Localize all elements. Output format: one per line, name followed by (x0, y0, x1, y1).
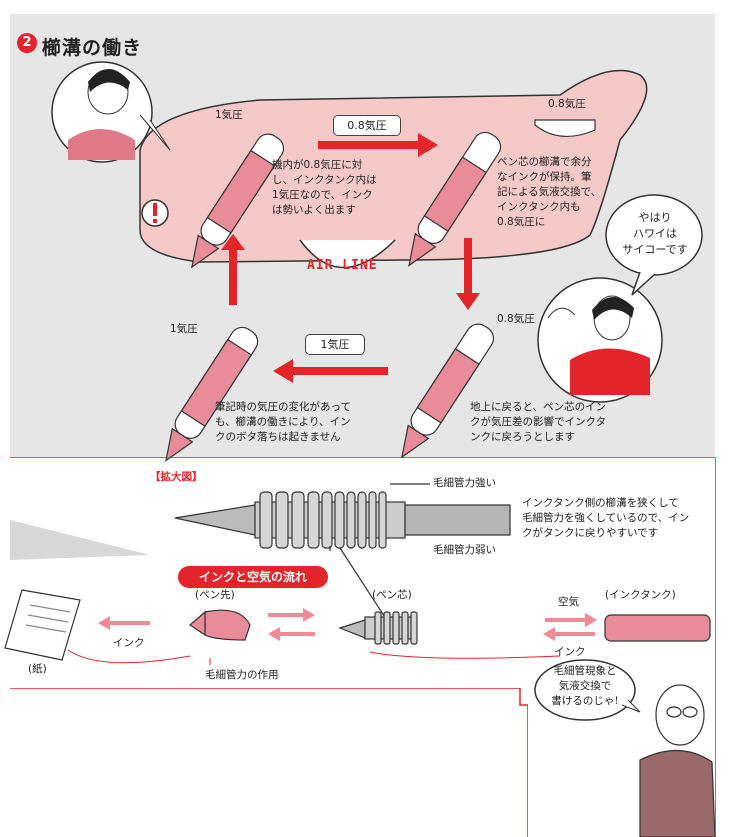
description-step4: 筆記時の気圧の変化があって も、櫛溝の働きにより、イン クのボタ落ちは起きません (215, 401, 351, 443)
flow-title: インクと空気の流れ (178, 566, 328, 588)
capillary-strong-label: 毛細管力強い (433, 477, 496, 489)
air-label: 空気 (558, 596, 579, 608)
flow-arrows (98, 608, 597, 641)
section-number: 2 (17, 33, 37, 53)
nib-label: (ペン先) (195, 589, 235, 601)
ink-right-label: インク (554, 646, 586, 658)
speech-professor: 毛細管現象と 気液交換で 書けるのじゃ! (551, 665, 619, 707)
enlarge-note: インクタンク側の櫛溝を狭くして 毛細管力を強くしているので、イン クがタンクに戻… (522, 497, 690, 539)
professor-illustration (639, 684, 716, 837)
enlarged-feed-illustration (174, 483, 511, 626)
capillary-action-label: 毛細管力の作用 (205, 669, 279, 681)
page-border (10, 687, 529, 837)
feed-label: (ペン芯) (372, 589, 412, 601)
flow-illustrations (4, 589, 711, 661)
pen-illustrations (165, 131, 502, 462)
pressure-label-bottom-right: 0.8気圧 (497, 313, 535, 325)
arrow-box-top: 0.8気圧 (333, 115, 401, 136)
airplane-body (139, 69, 648, 263)
pressure-label-top-right: 0.8気圧 (548, 98, 586, 110)
description-step1: 機内が0.8気圧に対 し、インクタンク内は 1気圧なので、インク は勢いよく出ま… (272, 159, 377, 216)
engine (299, 239, 396, 269)
enlarge-label: 【拡大図】 (150, 471, 203, 483)
ink-left-label: インク (113, 637, 145, 649)
description-step3: 地上に戻ると、ペン芯のイン クが気圧差の影響でインクタ ンクに戻ろうとします (470, 401, 607, 443)
speech-hawaii: やはり ハワイは サイコーです (622, 211, 688, 256)
tank-label: (インクタンク) (605, 589, 676, 601)
pressure-label-bottom-left: 1気圧 (170, 323, 198, 335)
arrow-box-bottom: 1気圧 (305, 334, 365, 355)
paper-label: (紙) (28, 663, 47, 675)
page-title: 櫛溝の働き (42, 37, 143, 59)
airline-logo: AIR LINE (307, 258, 378, 273)
pressure-label-top-left: 1気圧 (215, 109, 243, 121)
pressure-cycle-arrows (221, 133, 480, 383)
capillary-weak-label: 毛細管力弱い (433, 544, 496, 556)
description-step2: ペン芯の櫛溝で余分 なインクが保持。筆 記による気液交換で、 インクタンク内も … (497, 156, 602, 228)
